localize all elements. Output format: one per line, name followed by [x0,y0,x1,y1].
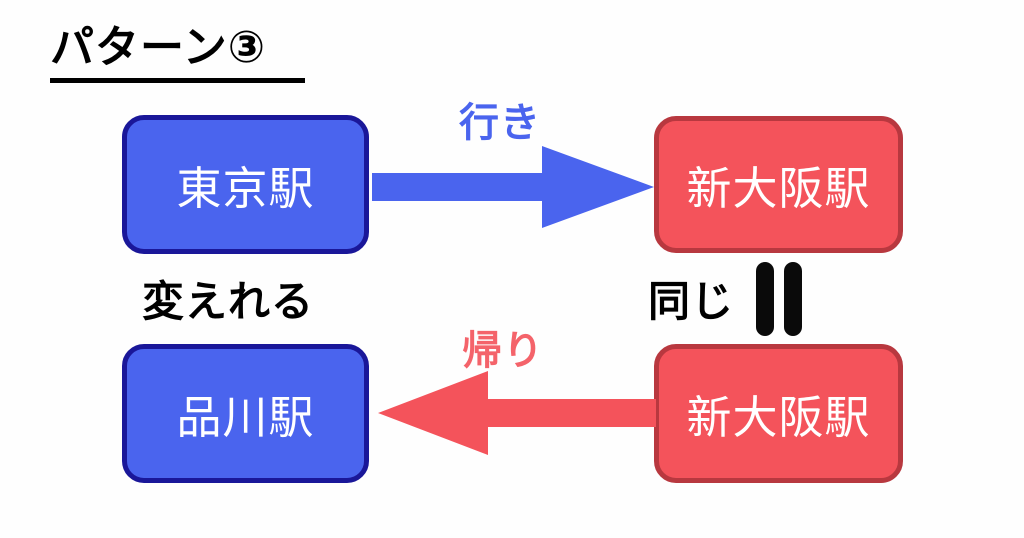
page-title: パターン③ [50,22,267,73]
diagram-title: パターン③ [50,22,380,84]
double-vertical-bar-icon [752,262,810,336]
outbound-arrow-icon [372,146,654,228]
outbound-arrow-label: 行き [459,100,541,146]
station-label-tokyo: 東京駅 [176,162,315,215]
return-arrow-icon [378,371,656,455]
station-label-shinagawa: 品川駅 [176,391,315,444]
note-changeable: 変えれる [142,277,315,326]
station-label-shin-osaka-return: 新大阪駅 [686,391,871,444]
vertical-bar-right [784,262,802,336]
note-same: 同じ [648,277,735,326]
title-underline [50,78,305,83]
station-box-shinagawa[interactable]: 品川駅 [122,344,369,483]
station-box-shin-osaka-outbound[interactable]: 新大阪駅 [654,116,903,253]
station-box-shin-osaka-return[interactable]: 新大阪駅 [654,344,903,483]
vertical-bar-left [756,262,774,336]
station-box-tokyo[interactable]: 東京駅 [122,115,369,254]
station-label-shin-osaka-outbound: 新大阪駅 [686,162,871,215]
return-arrow-label: 帰り [462,328,544,374]
